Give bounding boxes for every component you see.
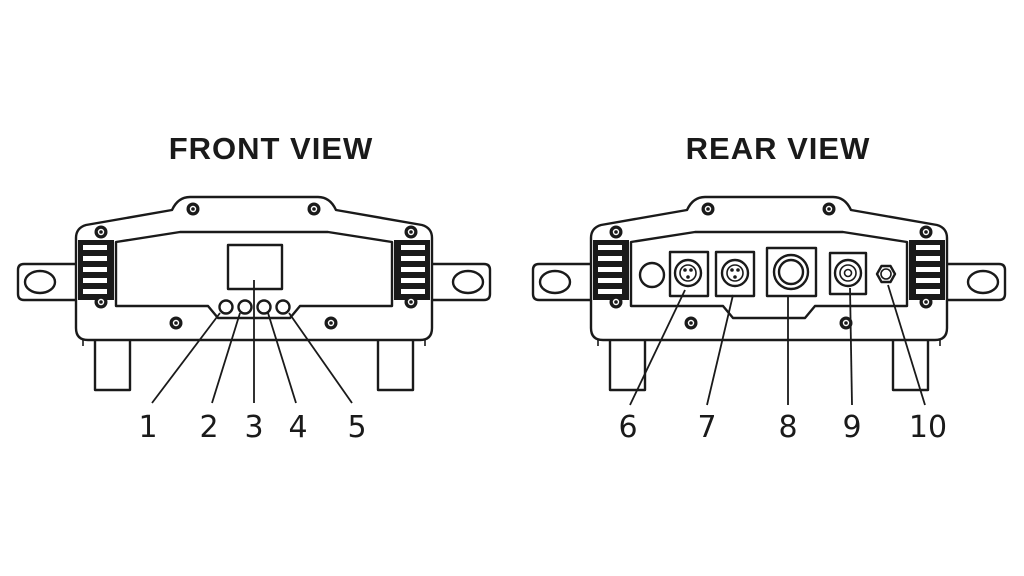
button-1 — [218, 299, 234, 315]
callout-6: 6 — [618, 410, 637, 445]
front-leader-lines — [151, 280, 353, 404]
fuse-holder — [638, 261, 666, 289]
button-5 — [275, 299, 291, 315]
connector-10 — [875, 264, 897, 284]
callout-8: 8 — [778, 410, 797, 445]
callout-3: 3 — [244, 410, 263, 445]
callout-4: 4 — [288, 410, 307, 445]
callout-10: 10 — [909, 410, 947, 445]
connector-6 — [668, 250, 710, 298]
rear-fixture-body — [533, 197, 1005, 390]
rear-leader-lines — [629, 284, 926, 406]
connector-7 — [714, 250, 756, 298]
button-2 — [237, 299, 253, 315]
connector-8 — [765, 246, 818, 298]
callout-1: 1 — [138, 410, 157, 445]
rear-view-title: REAR VIEW — [686, 131, 871, 166]
callout-7: 7 — [697, 410, 716, 445]
connector-9 — [828, 251, 868, 296]
display-screen — [226, 243, 284, 291]
callout-5: 5 — [347, 410, 366, 445]
button-4 — [256, 299, 272, 315]
control-buttons — [218, 299, 291, 315]
front-view-title: FRONT VIEW — [169, 131, 374, 166]
callout-9: 9 — [842, 410, 861, 445]
callout-2: 2 — [199, 410, 218, 445]
